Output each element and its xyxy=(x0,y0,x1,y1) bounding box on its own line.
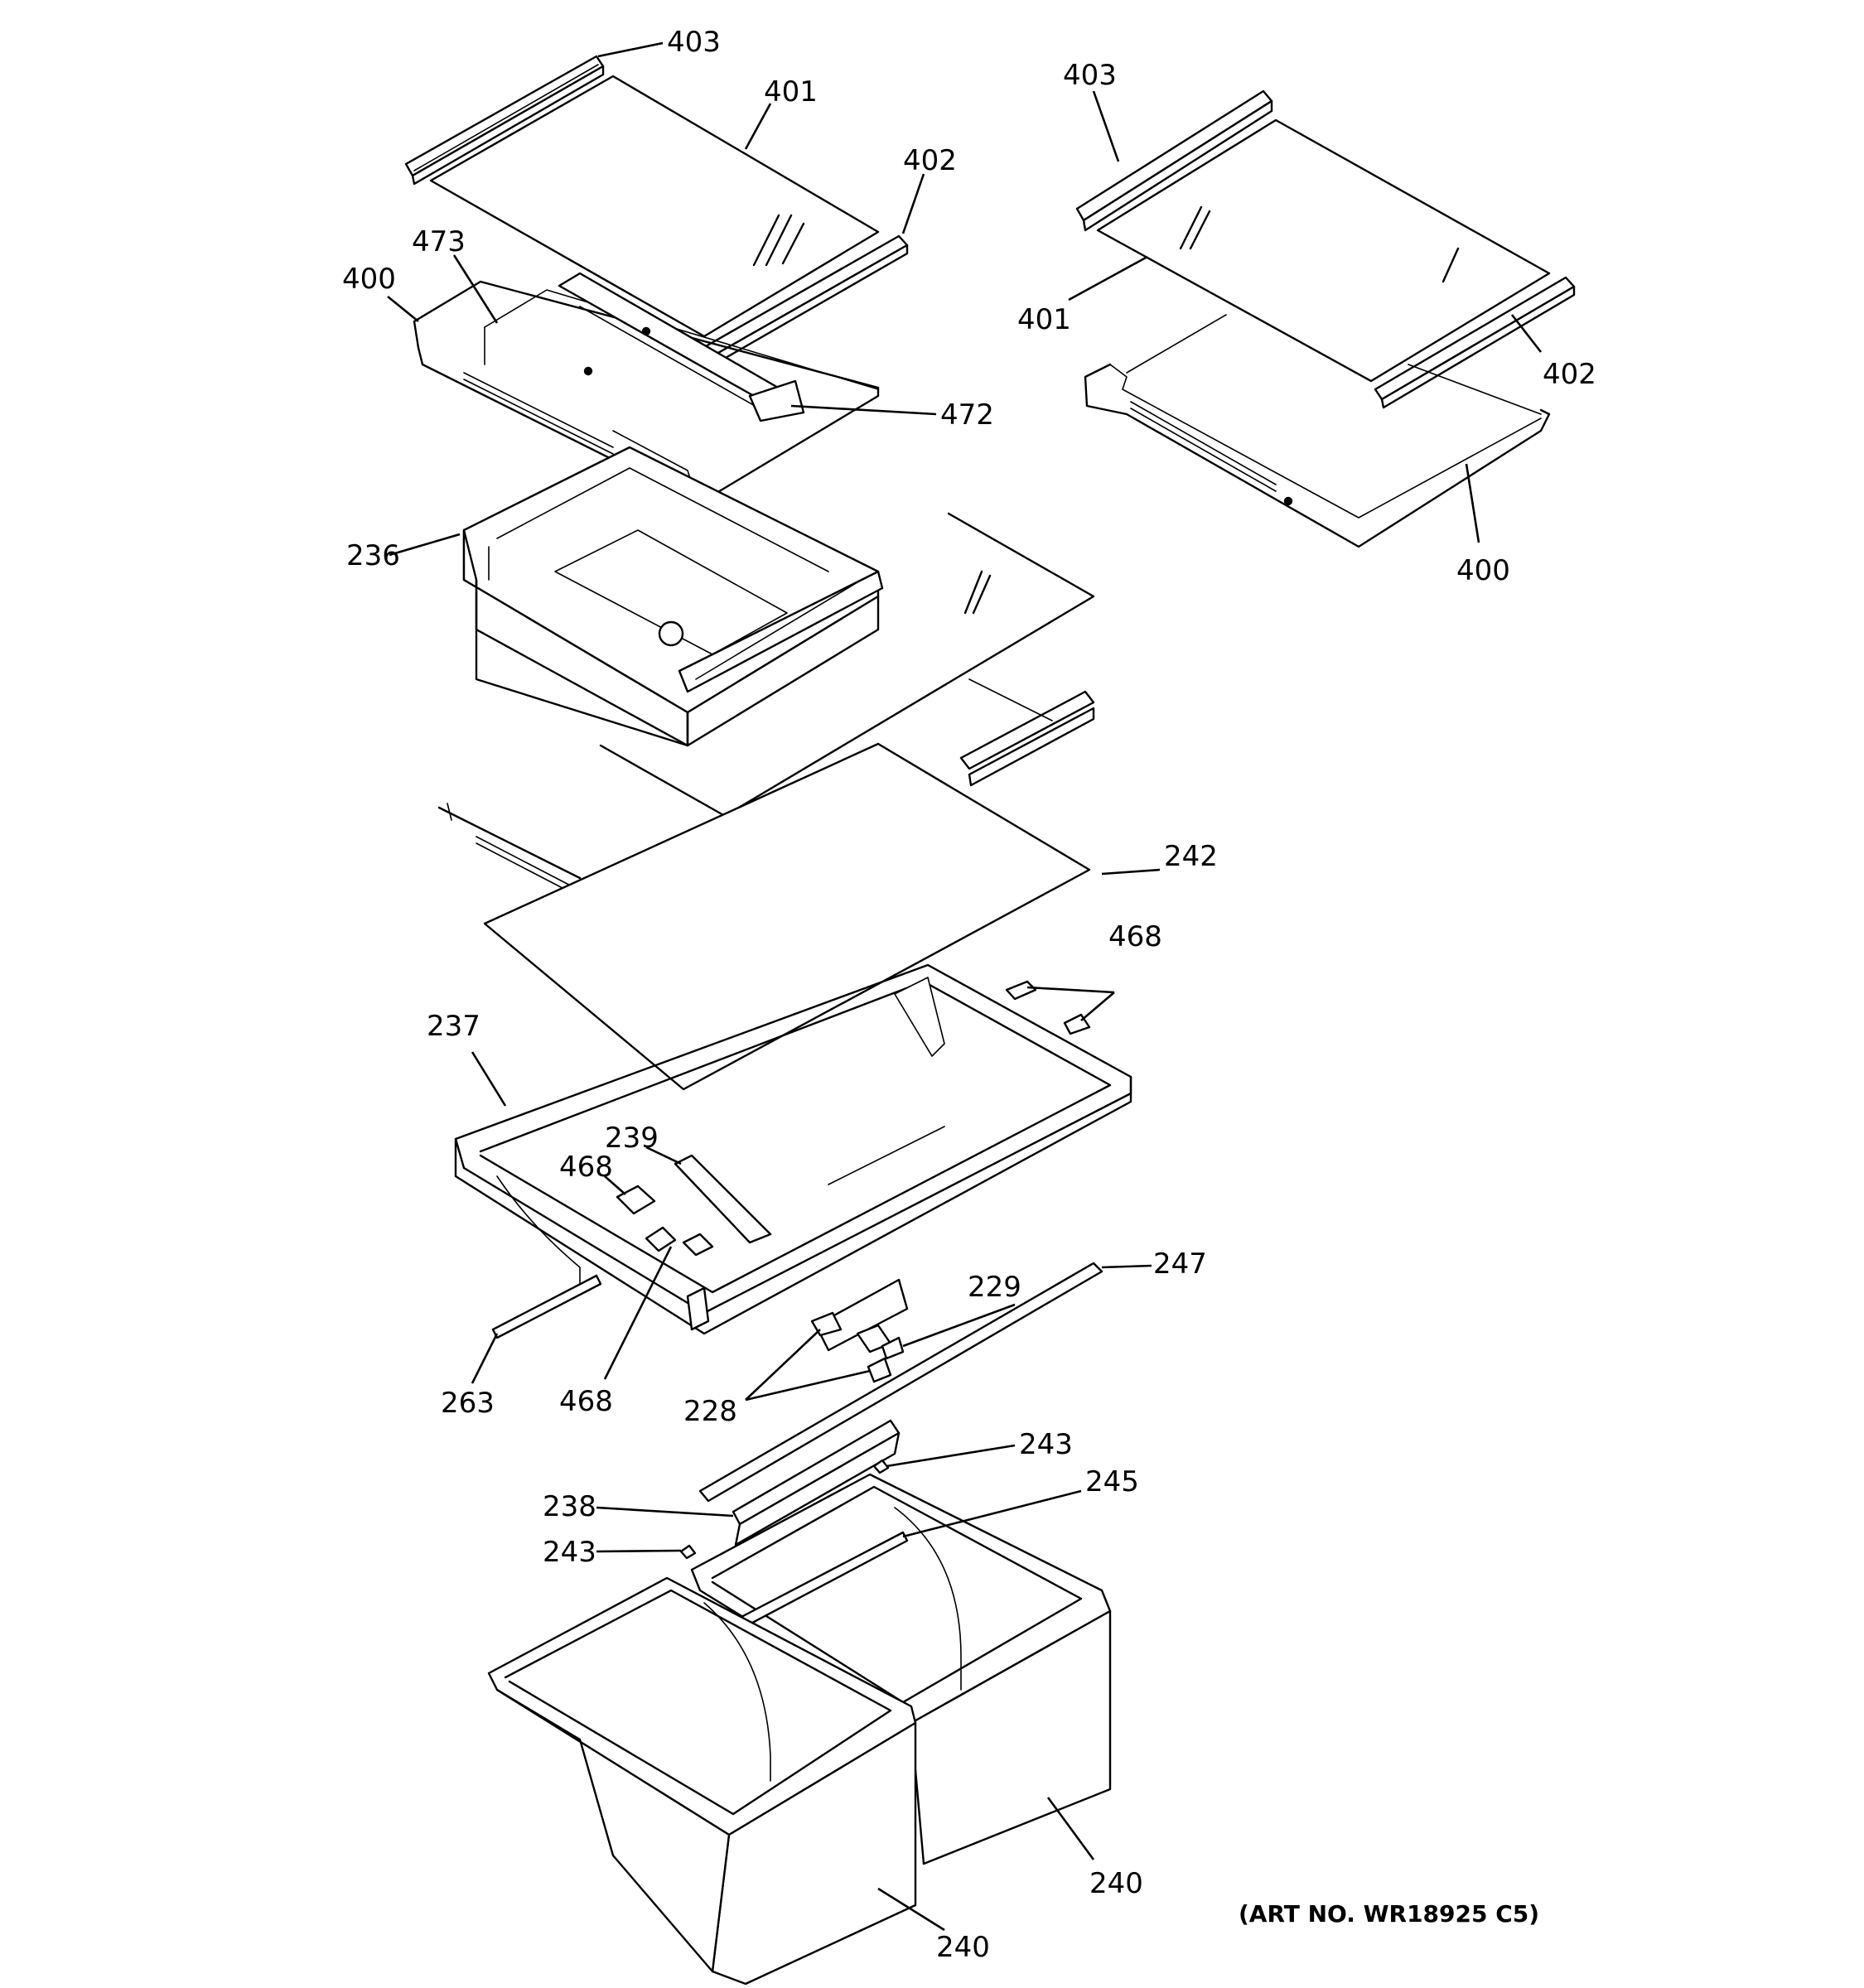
callout-229: 229 xyxy=(968,1271,1021,1304)
callout-labels: 403 401 402 473 400 472 236 403 401 402 … xyxy=(342,26,1596,1964)
right-shelf-rail-403 xyxy=(1075,89,1273,232)
callout-263: 263 xyxy=(441,1387,495,1420)
left-shelf-frame-400 xyxy=(413,272,880,507)
callout-472: 472 xyxy=(940,398,994,432)
snack-pan-236 xyxy=(462,446,884,747)
humidity-controls-228-229 xyxy=(810,1278,909,1383)
callout-240-b: 240 xyxy=(936,1931,990,1964)
callout-243-b: 243 xyxy=(543,1536,596,1569)
callout-237: 237 xyxy=(427,1010,480,1043)
callout-239: 239 xyxy=(605,1122,659,1155)
callout-243-a: 243 xyxy=(1019,1428,1073,1461)
leader-lines xyxy=(387,41,1543,1932)
callout-401-a: 401 xyxy=(764,75,818,109)
middle-glass-upper xyxy=(599,512,1095,818)
callout-468-a: 468 xyxy=(1108,920,1162,953)
right-shelf-frame-400 xyxy=(1084,314,1551,548)
crisper-pan-left-240 xyxy=(487,1576,917,1986)
pan-cover-frame-237 xyxy=(454,963,1132,1335)
callout-245: 245 xyxy=(1085,1465,1139,1498)
callout-236: 236 xyxy=(346,539,400,572)
pan-slide-rail-263 xyxy=(491,1274,602,1339)
callout-400-a: 400 xyxy=(342,263,396,296)
callout-247: 247 xyxy=(1153,1247,1207,1281)
callout-468-c: 468 xyxy=(559,1385,613,1418)
left-shelf-rail-403 xyxy=(404,55,605,186)
callout-238: 238 xyxy=(543,1490,596,1523)
callout-402-b: 402 xyxy=(1543,358,1596,391)
crisper-pan-right-240 xyxy=(690,1473,1112,1865)
callout-468-b: 468 xyxy=(559,1151,613,1184)
callout-401-b: 401 xyxy=(1017,303,1071,336)
middle-shelf-rails xyxy=(437,678,1095,898)
humidity-vent-238 xyxy=(732,1419,901,1546)
callout-473: 473 xyxy=(412,225,466,258)
pan-stops-243 xyxy=(679,1459,890,1560)
callout-242: 242 xyxy=(1164,840,1218,873)
art-number: (ART NO. WR18925 C5) xyxy=(1239,1900,1539,1928)
callout-240-a: 240 xyxy=(1089,1867,1143,1900)
callout-403-a: 403 xyxy=(667,26,721,59)
pan-cover-glass-242 xyxy=(483,742,1091,1091)
right-shelf-trim-402 xyxy=(1374,276,1576,409)
callout-403-b: 403 xyxy=(1063,59,1117,92)
callout-402-a: 402 xyxy=(903,144,957,177)
callout-228: 228 xyxy=(683,1395,737,1428)
humidity-slide-247 xyxy=(698,1262,1103,1503)
left-glass-shelf-401 xyxy=(429,75,880,338)
callout-400-b: 400 xyxy=(1456,554,1510,587)
right-glass-shelf-401 xyxy=(1096,118,1551,383)
